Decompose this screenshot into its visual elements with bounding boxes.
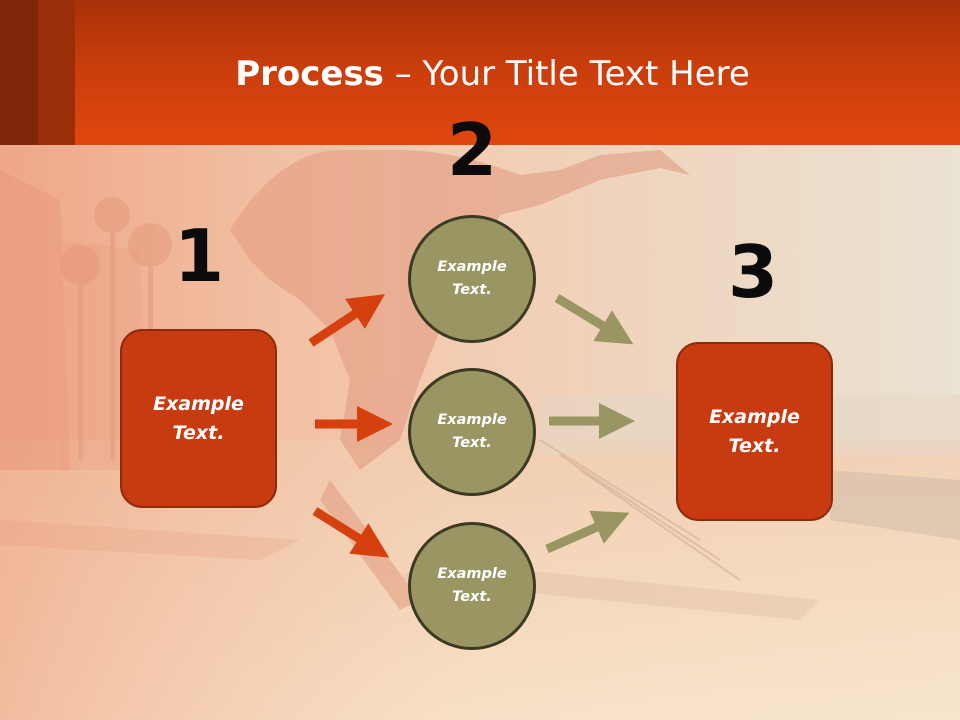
- title-bar-accent: [38, 0, 75, 145]
- title-bar-accent-dark: [0, 0, 38, 145]
- step-3-box[interactable]: Example Text.: [676, 342, 833, 521]
- arrow-2c-to-3: [545, 510, 630, 554]
- step-number-3: 3: [727, 230, 779, 314]
- title-rest: – Your Title Text Here: [383, 54, 750, 94]
- step-number-2: 2: [446, 108, 498, 192]
- title-bold: Process: [235, 54, 384, 94]
- arrow-2a-to-3: [554, 294, 634, 345]
- arrow-1-to-2a: [308, 294, 386, 347]
- step-2-circle-top[interactable]: Example Text.: [408, 215, 536, 343]
- step-2-circle-middle[interactable]: Example Text.: [408, 368, 536, 496]
- title-bar: [0, 0, 960, 145]
- step-number-1: 1: [173, 214, 225, 298]
- arrow-1-to-2c: [312, 507, 390, 558]
- step-1-box[interactable]: Example Text.: [120, 329, 277, 508]
- slide-title[interactable]: Process – Your Title Text Here: [0, 52, 960, 96]
- step-2-circle-bottom[interactable]: Example Text.: [408, 522, 536, 650]
